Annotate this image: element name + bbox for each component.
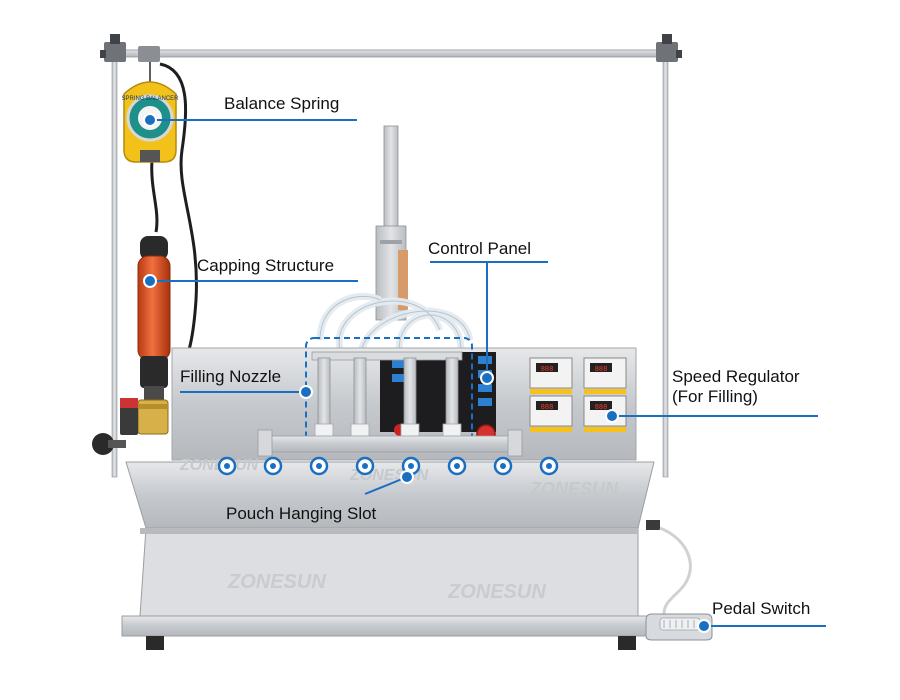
regulator-display-4: 888: [595, 404, 608, 412]
callout-lines: [150, 119, 826, 627]
regulator-display-2: 888: [595, 366, 608, 374]
machine-body: [121, 461, 660, 650]
label-balance-spring: Balance Spring: [224, 94, 340, 113]
side-knob: [92, 398, 138, 455]
label-speed-regulator: Speed Regulator (For Filling): [672, 367, 800, 406]
speed-regulators: [529, 357, 627, 432]
label-capping-structure: Capping Structure: [197, 256, 335, 275]
label-pouch-hanging-slot: Pouch Hanging Slot: [226, 504, 377, 523]
screwdriver-icon: [137, 236, 171, 435]
balancer-tag: SPRING BALANCER: [121, 96, 179, 102]
pouch-rail: [257, 429, 523, 457]
pedal-cord: [659, 526, 692, 615]
frame: [100, 34, 682, 478]
watermark-4: ZONESUN: [227, 571, 326, 593]
label-control-panel: Control Panel: [428, 239, 532, 258]
label-pedal-switch: Pedal Switch: [712, 599, 811, 618]
watermark-5: ZONESUN: [447, 581, 546, 603]
watermark-3: ZONESUN: [529, 479, 619, 499]
label-filling-nozzle: Filling Nozzle: [180, 367, 282, 386]
regulator-display-1: 888: [541, 366, 554, 374]
piston-assembly: [375, 125, 408, 321]
callout-dots: [143, 113, 711, 633]
nozzle-icon: [311, 351, 463, 439]
regulator-display-3: 888: [541, 404, 554, 412]
